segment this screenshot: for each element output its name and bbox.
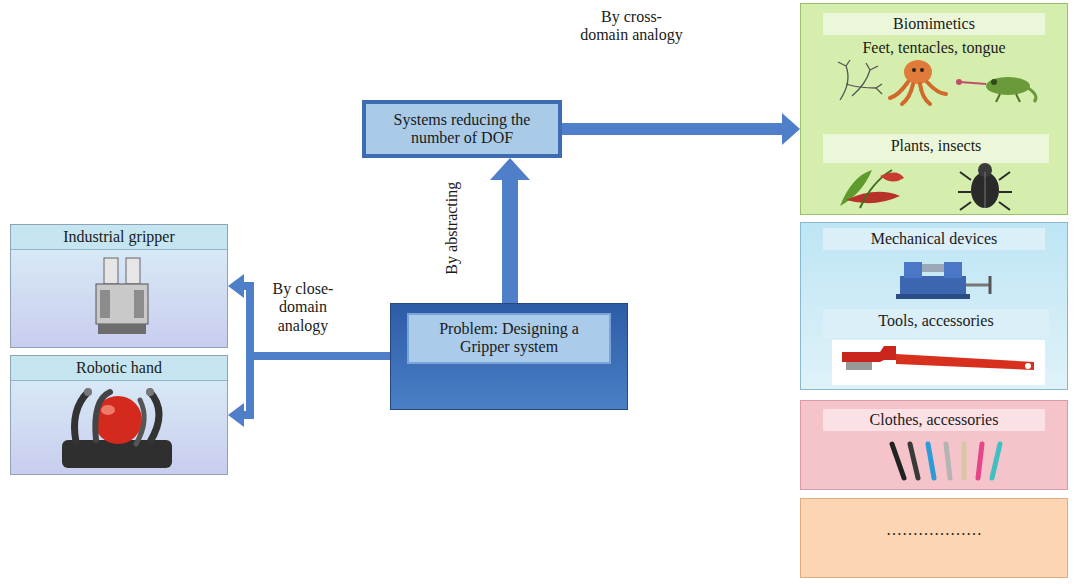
analogy-panel: Industrial gripper bbox=[10, 224, 228, 348]
domain-panel: ……………… bbox=[800, 498, 1068, 578]
gecko-feet-sketch bbox=[838, 60, 882, 100]
vise-picture bbox=[896, 262, 990, 299]
zipper-picture bbox=[892, 444, 1000, 478]
edge-label: By abstracting bbox=[443, 163, 461, 293]
arrowhead bbox=[782, 113, 800, 145]
connector-line bbox=[562, 123, 782, 135]
arrow-connector bbox=[562, 113, 800, 145]
edge-label: By close- domain analogy bbox=[258, 280, 348, 335]
arrowhead bbox=[490, 158, 530, 180]
panel-subtitle: Feet, tentacles, tongue bbox=[801, 39, 1067, 57]
arrow-connector bbox=[228, 274, 390, 356]
edge-label: By cross- domain analogy bbox=[578, 8, 685, 45]
beetle-picture bbox=[958, 163, 1012, 210]
chameleon-picture bbox=[956, 77, 1036, 102]
robotic-hand-picture bbox=[62, 388, 172, 468]
panel-heading: Robotic hand bbox=[11, 356, 227, 381]
domain-panel: Clothes, accessories bbox=[800, 400, 1068, 490]
venus-flytrap-picture bbox=[840, 170, 904, 208]
arrowhead bbox=[228, 274, 244, 298]
arrow-connector bbox=[490, 158, 530, 303]
panel-heading: Industrial gripper bbox=[11, 225, 227, 250]
panel-heading: Biomimetics bbox=[823, 13, 1045, 35]
domain-panel: Mechanical devicesTools, accessories bbox=[800, 222, 1068, 390]
problem-text: Problem: Designing a Gripper system bbox=[407, 313, 611, 364]
octopus-picture bbox=[890, 60, 946, 104]
gripper-picture bbox=[96, 258, 148, 334]
domain-panel: BiomimeticsFeet, tentacles, tonguePlants… bbox=[800, 3, 1068, 215]
panel-heading: Mechanical devices bbox=[823, 228, 1045, 250]
connector-line bbox=[244, 356, 390, 415]
panel-heading: Clothes, accessories bbox=[823, 409, 1045, 431]
arrow-connector bbox=[228, 356, 390, 427]
concept-text: Systems reducing the number of DOF bbox=[374, 111, 550, 148]
analogy-panel: Robotic hand bbox=[10, 355, 228, 475]
connector-line bbox=[502, 180, 518, 303]
domain-band: Plants, insects bbox=[823, 134, 1049, 163]
pipe-wrench-picture bbox=[832, 340, 1045, 385]
band-heading: Tools, accessories bbox=[823, 309, 1049, 333]
band-heading: Plants, insects bbox=[823, 134, 1049, 158]
concept-box: Systems reducing the number of DOF bbox=[362, 100, 562, 158]
problem-box: Problem: Designing a Gripper system bbox=[390, 303, 628, 410]
arrowhead bbox=[228, 403, 244, 427]
ellipsis-text: ……………… bbox=[801, 521, 1067, 539]
domain-band: Tools, accessories bbox=[823, 309, 1049, 338]
